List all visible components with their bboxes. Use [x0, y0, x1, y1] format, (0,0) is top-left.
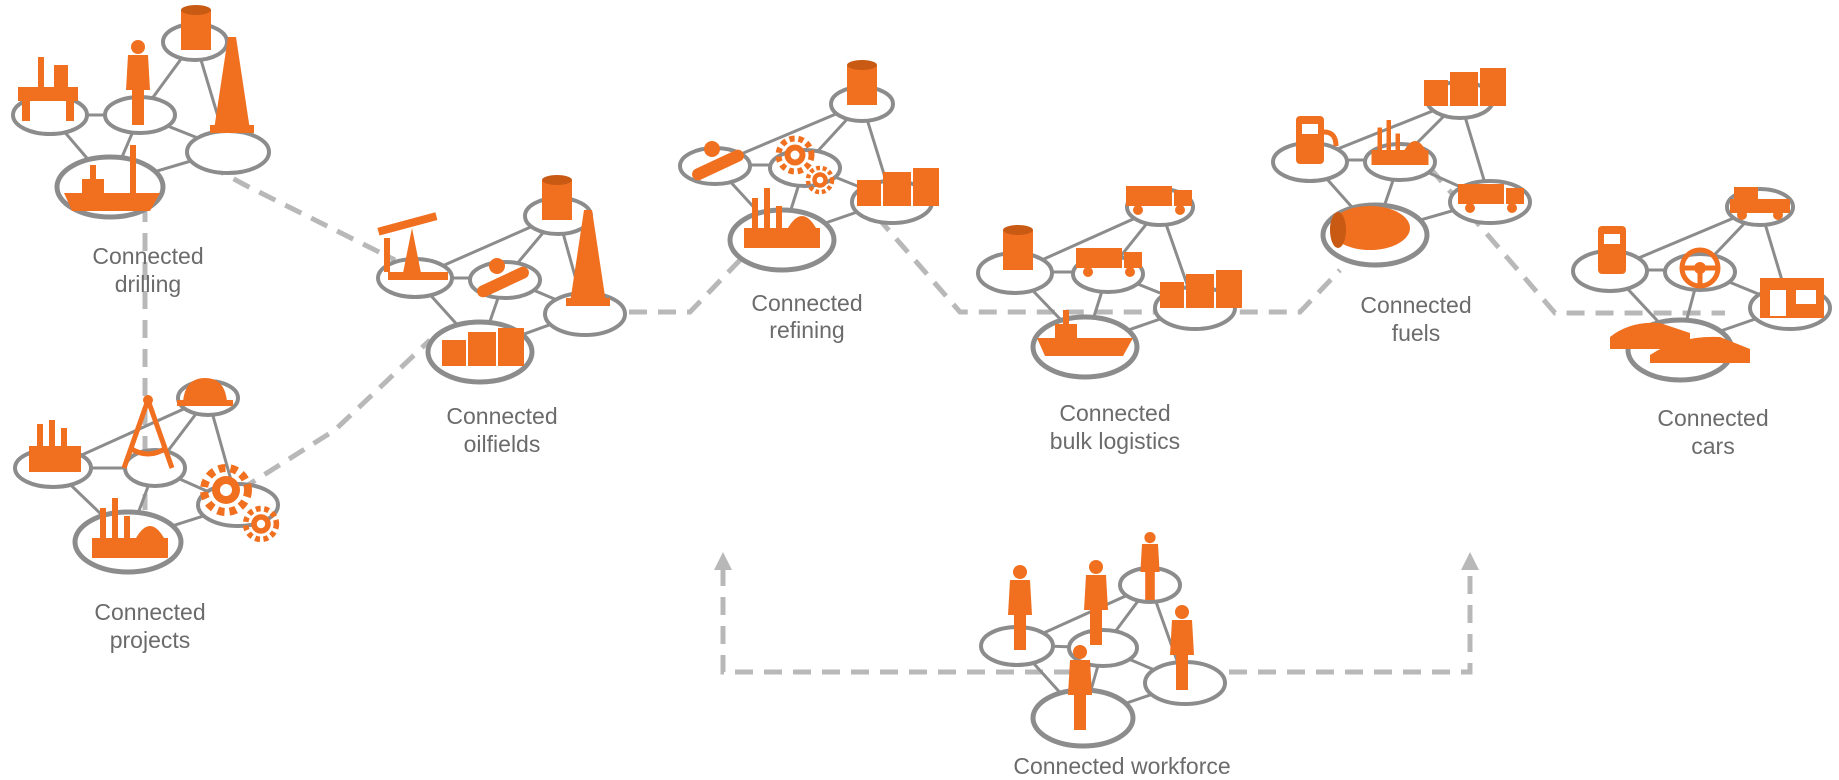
service-station-icon [1760, 278, 1824, 318]
cluster-label-line2: fuels [1392, 320, 1441, 346]
sports-cars-icon [1610, 322, 1750, 363]
storage-tank-icon [542, 175, 572, 220]
tank-farm-icon [1160, 270, 1242, 308]
fuel-pump-icon [1296, 116, 1339, 164]
cluster-logistics: Connected bulk logistics [976, 186, 1242, 454]
cluster-label-line1: Connected workforce [1013, 753, 1230, 779]
pump-jack-icon [377, 212, 448, 280]
dashed-connectors [142, 162, 1725, 675]
tank-farm-icon [1424, 68, 1506, 106]
cluster-refining: Connected refining [678, 60, 939, 343]
aircraft-engine-icon [1330, 206, 1410, 250]
storage-tank-icon [1003, 225, 1033, 270]
cluster-label-line2: bulk logistics [1050, 428, 1180, 454]
pickup-truck-icon [1730, 187, 1790, 220]
cluster-workforce: Connected workforce [979, 532, 1231, 779]
drill-ship-icon [64, 145, 160, 211]
hard-hat-icon [177, 378, 233, 406]
cluster-drilling: Connected drilling [11, 5, 271, 297]
storage-tank-icon [847, 60, 877, 105]
cluster-label-line1: Connected [1657, 405, 1768, 431]
cluster-label-line1: Connected [751, 290, 862, 316]
cluster-label-line2: oilfields [464, 431, 541, 457]
cluster-label-line2: cars [1691, 433, 1734, 459]
cluster-label-line1: Connected [92, 243, 203, 269]
cluster-projects: Connected projects [13, 378, 280, 653]
cluster-label-line1: Connected [94, 599, 205, 625]
cluster-label-line1: Connected [1059, 400, 1170, 426]
offshore-rig-icon [18, 57, 78, 121]
cluster-cars: Connected cars [1571, 187, 1832, 459]
steering-wheel-icon [1679, 247, 1721, 289]
cluster-label-line1: Connected [1360, 292, 1471, 318]
factory-icon [29, 420, 81, 472]
cluster-oilfields: Connected oilfields [376, 175, 627, 457]
cluster-label-line2: drilling [115, 271, 181, 297]
cluster-fuels: Connected fuels [1271, 68, 1532, 346]
cluster-label-line2: projects [110, 627, 191, 653]
cluster-label-line1: Connected [446, 403, 557, 429]
compass-icon [121, 395, 175, 469]
storage-tank-icon [181, 5, 211, 50]
tank-farm-icon [857, 168, 939, 206]
fuel-pump-icon [1598, 226, 1626, 274]
cluster-label-line2: refining [769, 317, 844, 343]
refinery-icon [1371, 120, 1429, 165]
